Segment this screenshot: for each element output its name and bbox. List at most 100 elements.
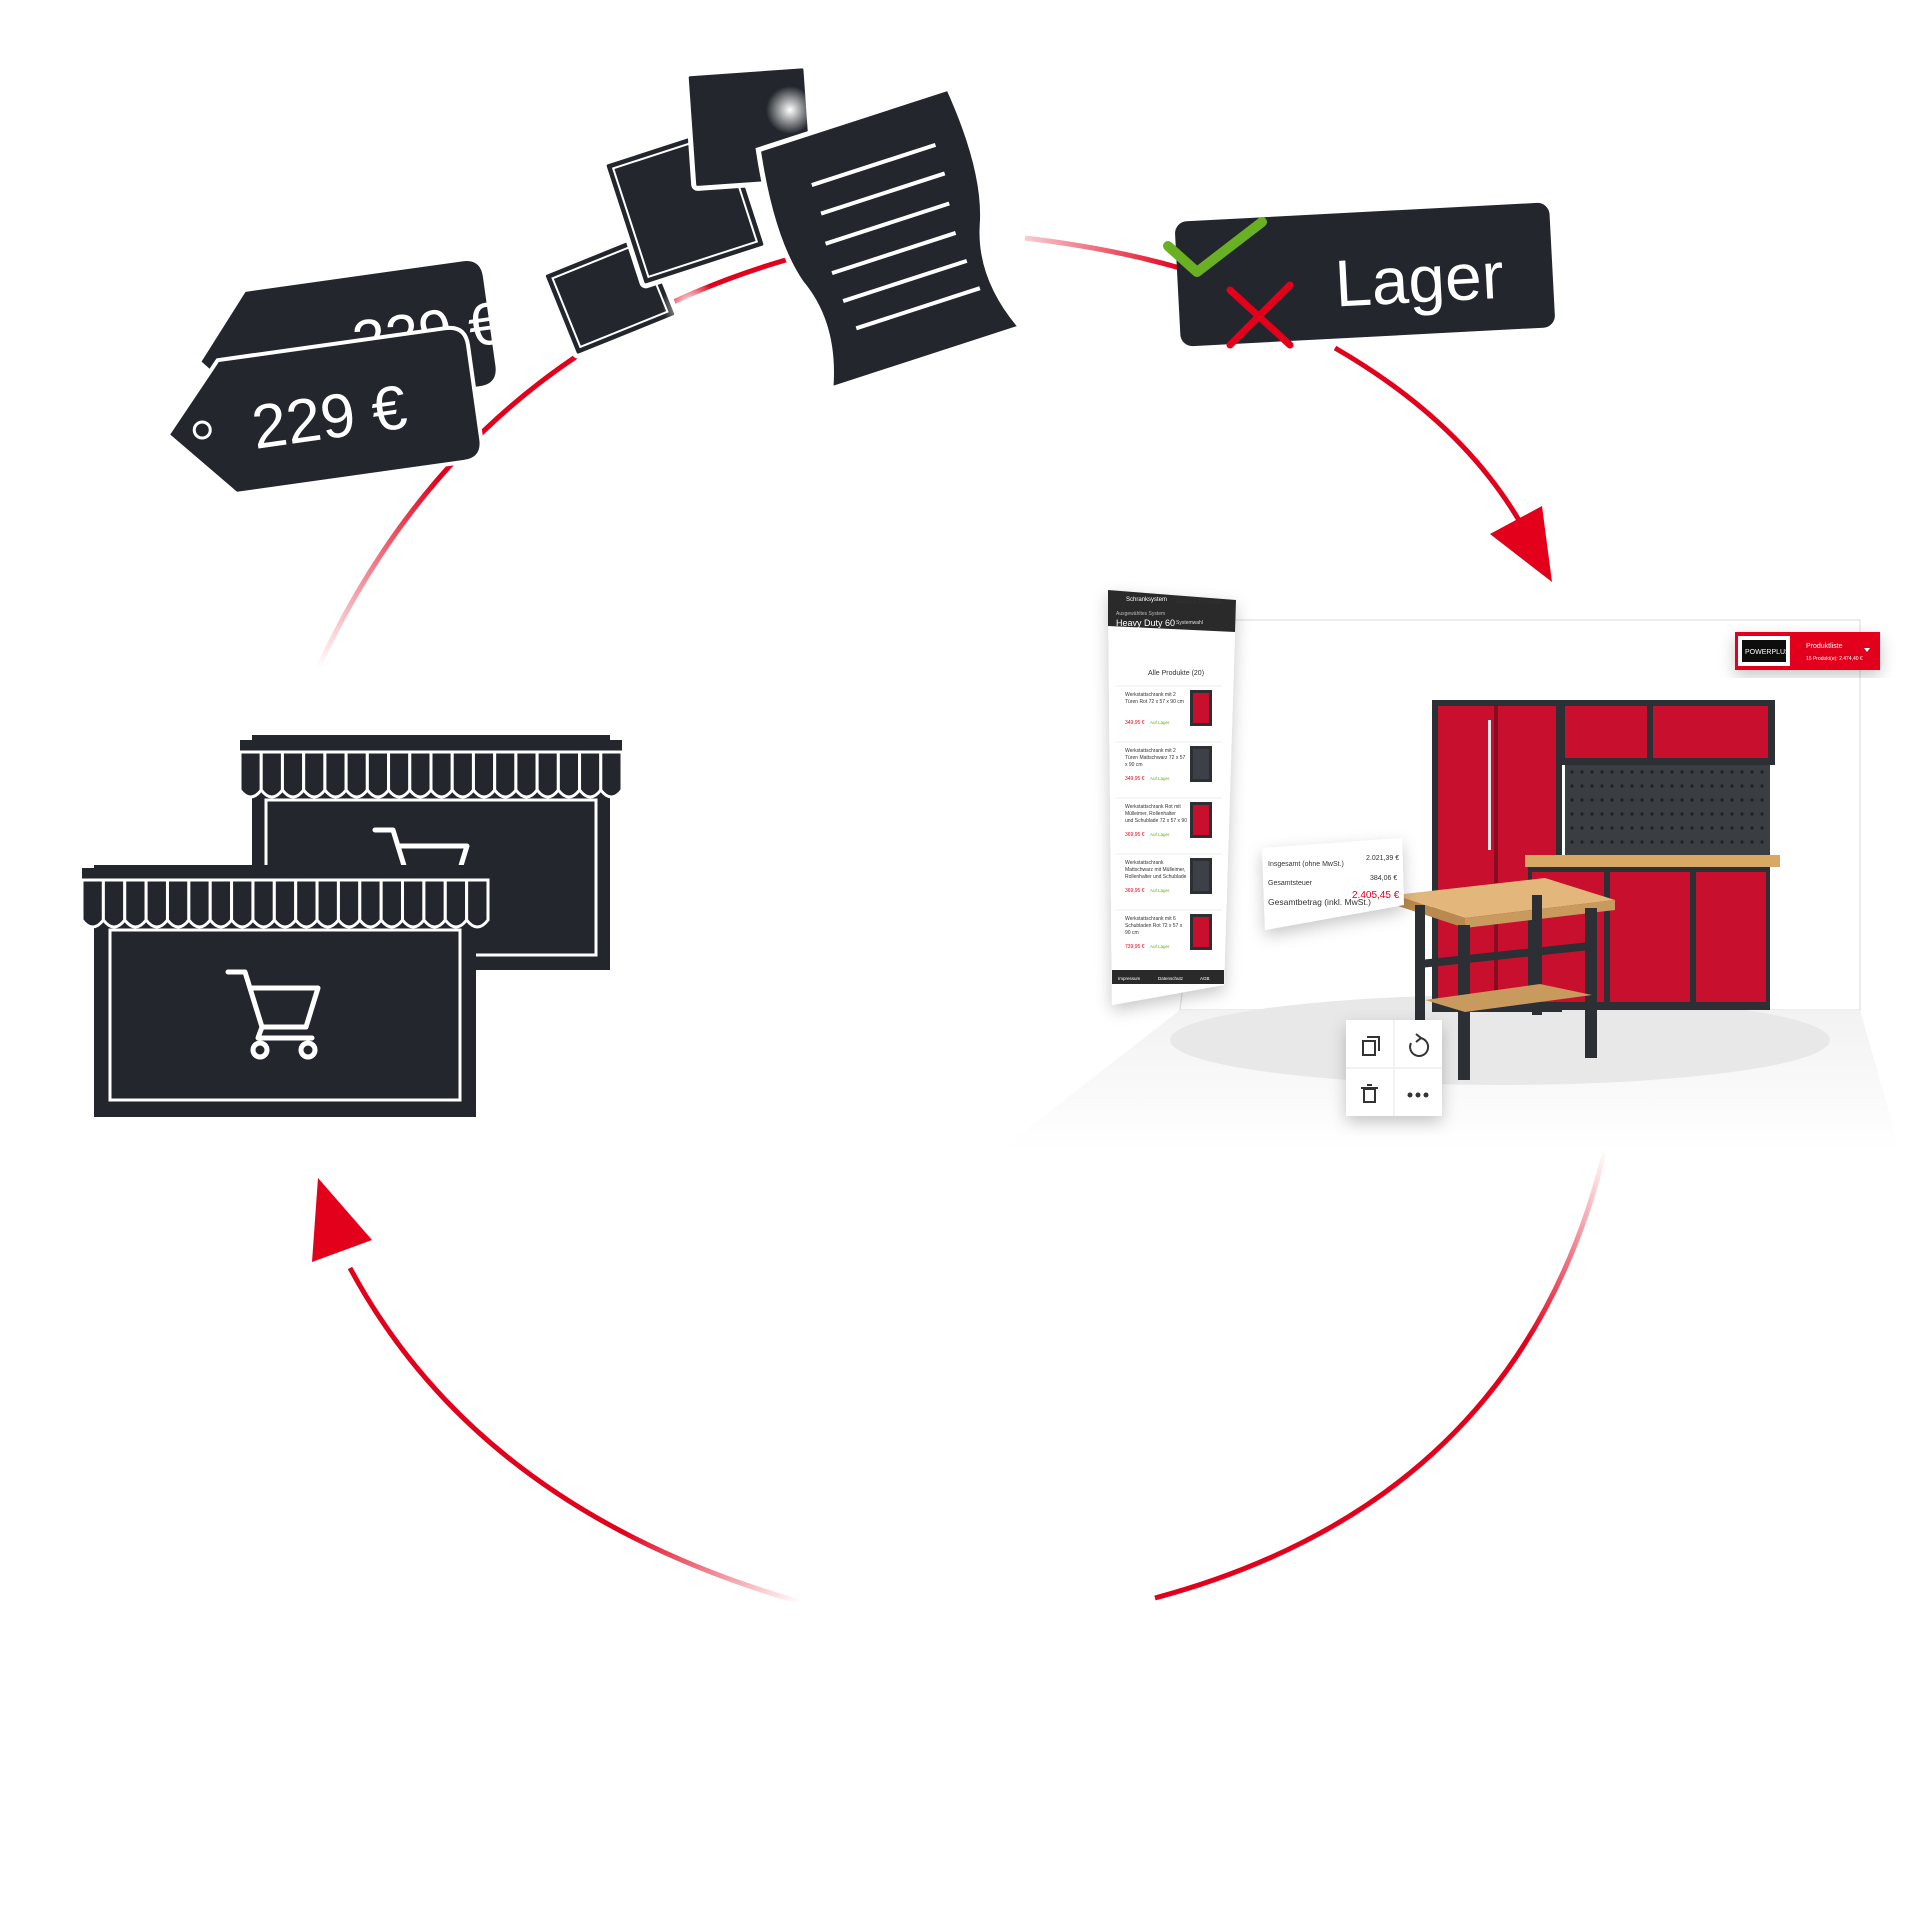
pegboard-hole — [1670, 784, 1674, 788]
system-caption: Ausgewähltes System — [1116, 611, 1165, 617]
pegboard-hole — [1690, 812, 1694, 816]
rotate-icon[interactable] — [1409, 1033, 1430, 1057]
pegboard-hole — [1640, 798, 1644, 802]
pegboard-hole — [1640, 784, 1644, 788]
awning-stripe — [535, 750, 560, 799]
summary-net-label: Insgesamt (ohne MwSt.) — [1268, 861, 1344, 868]
awning-stripe — [379, 878, 405, 929]
product-thumbnail-door — [1193, 861, 1209, 891]
cart-title[interactable]: Produktliste — [1806, 643, 1843, 650]
awning-stripe — [187, 878, 212, 929]
cart-summary: 15 Produkt(e): 2.474,40 € — [1806, 656, 1863, 662]
price-summary-card — [1262, 838, 1404, 930]
pegboard-hole — [1690, 840, 1694, 844]
pegboard-hole — [1620, 812, 1624, 816]
pegboard-hole — [1690, 770, 1694, 774]
pegboard-hole — [1610, 784, 1614, 788]
stock-badge-label: Lager — [1333, 238, 1505, 321]
awning-stripe — [465, 878, 490, 929]
pegboard-hole — [1640, 812, 1644, 816]
pegboard-hole — [1610, 770, 1614, 774]
chevron-down-icon[interactable] — [1864, 648, 1870, 652]
pegboard-hole — [1660, 826, 1664, 830]
footer-datenschutz[interactable]: Datenschutz — [1158, 976, 1184, 981]
product-name: Werkstattschrank — [1125, 860, 1164, 866]
awning-stripe — [450, 750, 475, 799]
pegboard-hole — [1750, 798, 1754, 802]
system-button[interactable]: Systemwahl — [1176, 620, 1203, 626]
awning-stripe — [336, 878, 362, 929]
pegboard-hole — [1710, 784, 1714, 788]
awning-stripe — [471, 750, 497, 799]
cycle-arrows — [312, 235, 1608, 1605]
pegboard-hole — [1620, 798, 1624, 802]
product-thumbnail-door — [1193, 805, 1209, 835]
pegboard-hole — [1610, 840, 1614, 844]
awning-stripe — [323, 750, 348, 799]
awning-stripe — [144, 878, 169, 929]
pegboard-hole — [1740, 784, 1744, 788]
tab-weitere-produkte[interactable]: Weitere Produkte — [1176, 600, 1223, 606]
summary-net-value: 2.021,39 € — [1366, 855, 1399, 862]
pegboard-hole — [1710, 770, 1714, 774]
awning-stripe — [365, 750, 391, 799]
arc-configurator-to-bottom — [1154, 1149, 1608, 1601]
product-thumbnail-door — [1193, 693, 1209, 723]
price-tag-front: 229 € — [164, 325, 484, 496]
pegboard-hole — [1640, 840, 1644, 844]
pegboard-hole — [1700, 812, 1704, 816]
product-price: 369,95 € — [1125, 888, 1145, 894]
awning-stripe — [230, 878, 255, 929]
pegboard-hole — [1760, 812, 1764, 816]
pegboard-hole — [1680, 826, 1684, 830]
product-price: 349,95 € — [1125, 720, 1145, 726]
pegboard-hole — [1760, 770, 1764, 774]
pegboard-hole — [1620, 840, 1624, 844]
pegboard-hole — [1700, 798, 1704, 802]
footer-impressum[interactable]: Impressum — [1118, 976, 1141, 981]
pegboard-hole — [1630, 770, 1634, 774]
pegboard-hole — [1660, 798, 1664, 802]
footer-agb[interactable]: AGB — [1200, 976, 1210, 981]
summary-tax-value: 384,06 € — [1370, 875, 1397, 882]
pegboard-hole — [1640, 826, 1644, 830]
product-thumbnail-door — [1193, 749, 1209, 779]
product-name: Türen Rot 72 x 57 x 90 cm — [1125, 699, 1184, 705]
pegboard-hole — [1570, 840, 1574, 844]
pegboard-hole — [1570, 812, 1574, 816]
documents-icon — [540, 63, 1026, 393]
pegboard-hole — [1660, 812, 1664, 816]
pegboard-hole — [1610, 798, 1614, 802]
awning-stripe — [315, 878, 340, 929]
pegboard-hole — [1580, 826, 1584, 830]
awning-stripe — [429, 750, 454, 799]
pegboard-hole — [1670, 840, 1674, 844]
pegboard-hole — [1600, 784, 1604, 788]
pegboard-hole — [1760, 826, 1764, 830]
tab-schranksystem[interactable]: Schranksystem — [1126, 597, 1167, 603]
configurator-screenshot: Schranksystem Weitere Produkte Ausgewähl… — [1000, 590, 1900, 1150]
pegboard-hole — [1650, 840, 1654, 844]
pegboard-hole — [1590, 826, 1594, 830]
pegboard-hole — [1600, 798, 1604, 802]
copy-icon[interactable] — [1362, 1036, 1380, 1056]
awning-stripe — [387, 750, 412, 799]
pegboard-hole — [1670, 770, 1674, 774]
awning-stripe — [443, 878, 469, 929]
more-icon[interactable] — [1407, 1092, 1429, 1098]
delete-icon[interactable] — [1361, 1084, 1378, 1103]
product-name: 90 cm — [1125, 930, 1139, 936]
pegboard-hole — [1690, 826, 1694, 830]
pegboard-hole — [1640, 770, 1644, 774]
awning-stripe — [294, 878, 319, 929]
awning-stripe — [401, 878, 426, 929]
awning-stripe — [208, 878, 234, 929]
awning-stripe — [165, 878, 191, 929]
shop-icon-front — [80, 865, 490, 1117]
